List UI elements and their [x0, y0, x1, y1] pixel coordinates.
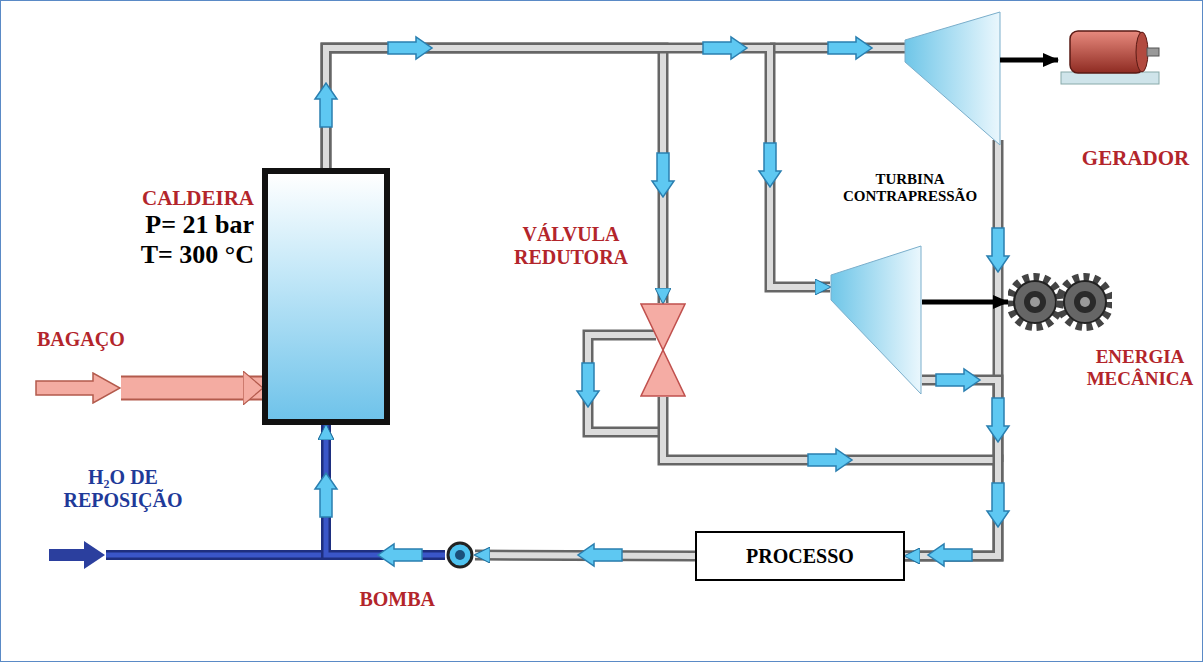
label-group: ENERGIA MECÂNICA: [1082, 346, 1198, 390]
node-label: BAGAÇO: [37, 328, 147, 351]
node-label: TURBINA CONTRAPRESSÃO: [830, 171, 990, 206]
arrow-head: [326, 425, 445, 555]
backpressure-turbine: TURBINA CONTRAPRESSÃO: [830, 245, 922, 395]
flow-arrow: [652, 153, 674, 197]
bagasse-feed-shape: [35, 372, 121, 404]
connector-inner: [121, 378, 262, 399]
flow-arrow: [987, 228, 1009, 272]
reducing-valve-shape: [640, 303, 686, 397]
node-label: CALDEIRA: [119, 186, 254, 210]
flow-arrow: [987, 398, 1009, 442]
arrow-head: [326, 48, 830, 287]
connector-inner: [905, 380, 998, 556]
flow-arrow: [315, 83, 337, 127]
flow-arrow: [703, 37, 747, 59]
connector-inner: [326, 425, 445, 555]
exhaust-pipe: [905, 380, 998, 556]
boiler: CALDEIRAP= 21 barT= 300 °C: [262, 168, 390, 425]
label-group: PROCESSO: [695, 531, 905, 581]
flow-arrow: [759, 143, 781, 187]
flow-arrow: [987, 483, 1009, 527]
mechanical-energy-shape: [1008, 270, 1112, 334]
mechanical-energy: ENERGIA MECÂNICA: [1008, 270, 1112, 334]
flow-arrow: [578, 544, 622, 566]
pump: BOMBA: [445, 540, 475, 570]
label-group: CALDEIRAP= 21 barT= 300 °C: [119, 186, 254, 270]
node-label: VÁLVULA REDUTORA: [508, 223, 634, 269]
flow-arrow: [315, 473, 337, 517]
bagasse-feed-bar: [121, 388, 262, 389]
node-label: P= 21 bar: [119, 210, 254, 240]
node-label: T= 300 °C: [119, 240, 254, 270]
connector-line: [326, 425, 445, 555]
flow-arrow: [577, 363, 599, 407]
arrow-head: [121, 388, 262, 389]
makeup-water: H₂O DE REPOSIÇÃO: [48, 540, 106, 570]
boiler-shape: [262, 168, 390, 425]
makeup-water-shape: [48, 540, 106, 570]
connector-inner: [326, 48, 830, 287]
steam-pipe: [326, 48, 830, 287]
connector-line: [326, 48, 830, 287]
label-group: VÁLVULA REDUTORA: [508, 223, 634, 269]
bagasse-feed: BAGAÇO: [35, 372, 121, 404]
flow-arrow: [828, 37, 872, 59]
feedwater-pipe: [326, 425, 445, 555]
flow-arrow: [808, 449, 852, 471]
label-group: GERADOR: [1078, 146, 1193, 170]
turbine-shaft: [922, 302, 1008, 303]
reducing-valve: VÁLVULA REDUTORA: [640, 303, 686, 397]
pump-shape: [445, 540, 475, 570]
arrow-head: [905, 380, 998, 556]
node-label: H₂O DE REPOSIÇÃO: [48, 466, 198, 512]
arrow-head: [922, 302, 1008, 303]
node-label: GERADOR: [1078, 146, 1193, 170]
flow-arrow: [378, 544, 422, 566]
node-label: PROCESSO: [746, 545, 854, 568]
connector-line: [121, 376, 262, 401]
flow-arrow: [928, 544, 972, 566]
backpressure-turbine-shape: [830, 245, 922, 395]
label-group: TURBINA CONTRAPRESSÃO: [830, 171, 990, 206]
connector-line: [905, 380, 998, 556]
flow-arrow: [388, 37, 432, 59]
generator-shaft: [1000, 58, 1058, 63]
label-group: BAGAÇO: [37, 328, 147, 351]
node-label: ENERGIA MECÂNICA: [1082, 346, 1198, 390]
generator-turbine: [905, 12, 1000, 145]
connector-line: [922, 300, 1008, 305]
process-box: PROCESSO: [695, 531, 905, 581]
generator: GERADOR: [1060, 28, 1160, 86]
label-group: H₂O DE REPOSIÇÃO: [48, 466, 198, 512]
generator-shape: [1060, 28, 1160, 86]
node-label: BOMBA: [341, 588, 435, 611]
flow-arrow: [936, 369, 980, 391]
label-group: BOMBA: [341, 588, 435, 611]
